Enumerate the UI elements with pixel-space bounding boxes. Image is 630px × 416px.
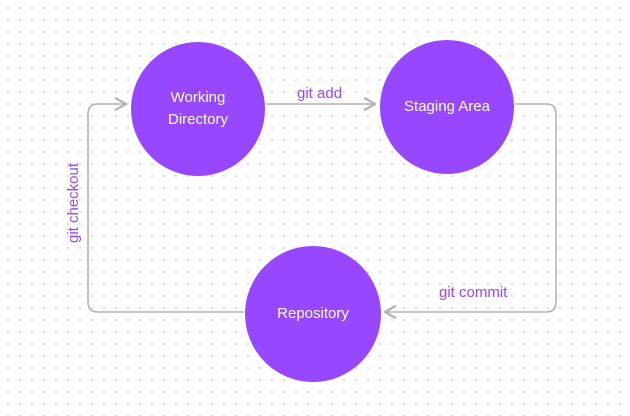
edge-git-commit bbox=[383, 103, 557, 319]
node-staging-area: Staging Area bbox=[380, 40, 514, 174]
edge-label-git-add: git add bbox=[297, 85, 343, 102]
node-repository-label: Repository bbox=[277, 305, 349, 322]
edge-label-git-commit: git commit bbox=[439, 284, 508, 301]
edge-git-checkout bbox=[87, 97, 244, 313]
node-working-directory-label: Working Directory bbox=[167, 89, 228, 128]
node-repository: Repository bbox=[245, 246, 381, 382]
edge-label-git-checkout: git checkout bbox=[65, 162, 82, 244]
node-staging-area-label: Staging Area bbox=[404, 98, 490, 115]
node-working-directory: Working Directory bbox=[131, 42, 265, 176]
